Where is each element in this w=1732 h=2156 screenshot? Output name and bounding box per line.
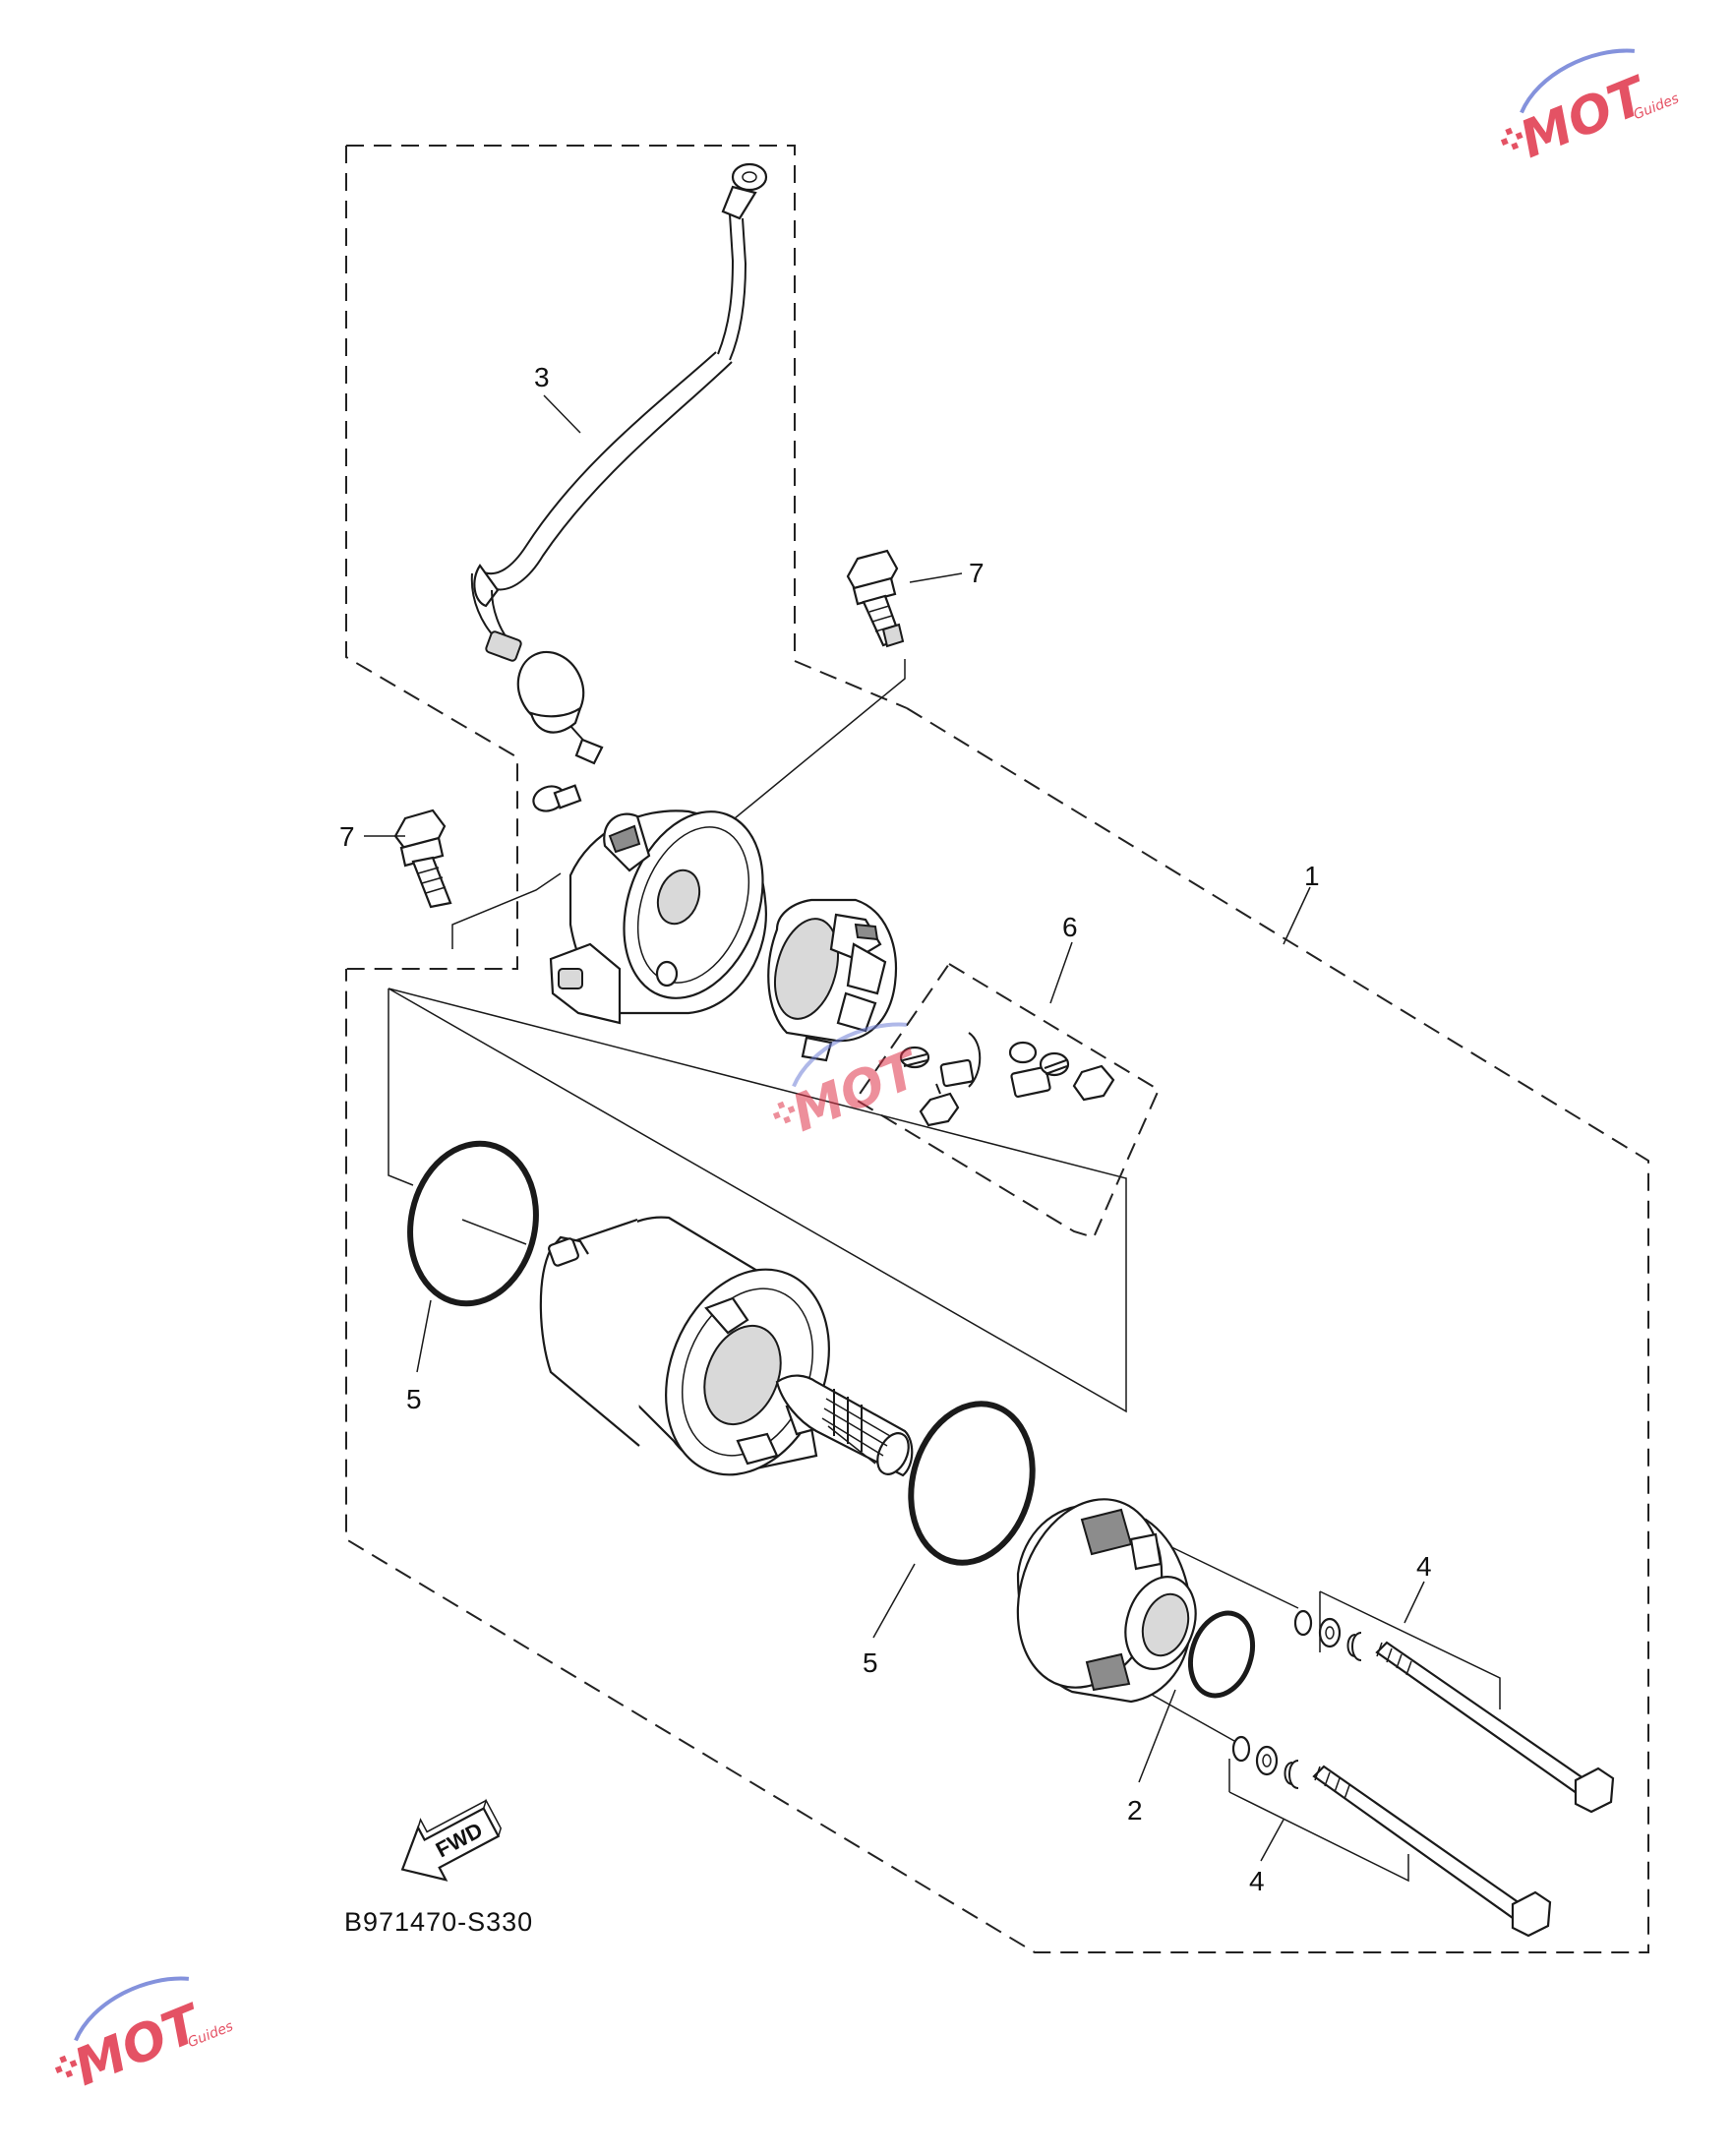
through-bolt-lower	[1231, 1735, 1552, 1938]
callout-2: 2	[1127, 1795, 1143, 1826]
rear-cover	[1016, 1498, 1197, 1704]
leader-4b	[1260, 1819, 1284, 1862]
o-ring-middle	[908, 1401, 1036, 1566]
leader-7a	[909, 572, 963, 583]
leader-4a	[1404, 1581, 1425, 1624]
through-bolt-upper	[1293, 1609, 1615, 1814]
axis-endcap-upper	[1165, 1543, 1299, 1609]
callout-4b: 4	[1249, 1866, 1265, 1896]
bracket-4-upper	[1319, 1590, 1501, 1709]
axis-oring	[461, 1219, 527, 1245]
terminal-screw	[532, 784, 582, 812]
callout-5b: 5	[863, 1647, 878, 1678]
brush-holder	[767, 898, 897, 1062]
callout-4a: 4	[1416, 1551, 1432, 1582]
callout-6: 6	[1062, 912, 1078, 942]
leader-3	[543, 394, 581, 434]
centerline-bolt-left	[451, 872, 562, 949]
callout-7b: 7	[339, 821, 355, 852]
armature-shaft	[775, 1374, 914, 1477]
callout-5a: 5	[406, 1384, 422, 1414]
starter-cable	[470, 162, 768, 765]
bolt-left	[393, 808, 452, 909]
watermark-logo-bottom: MOT Guides	[54, 1976, 235, 2098]
callout-3: 3	[534, 362, 550, 392]
o-ring-upper	[407, 1140, 539, 1307]
motor-yoke	[539, 1216, 830, 1476]
watermark-logo-top: MOT Guides	[1500, 48, 1681, 170]
cable-assembly-boundary	[346, 145, 908, 709]
callout-1: 1	[1304, 861, 1320, 891]
brush-set-parts	[899, 1032, 1115, 1127]
leader-6	[1049, 941, 1073, 1004]
cable-assembly-boundary-left	[345, 146, 518, 970]
reference-code: B971470-S330	[344, 1907, 533, 1937]
bracket-4-lower	[1228, 1759, 1409, 1883]
leader-5a	[416, 1299, 432, 1373]
motor-assembly-boundary	[345, 707, 1649, 1953]
leader-2	[1138, 1689, 1176, 1783]
o-ring-small	[1188, 1610, 1255, 1699]
fwd-arrow: FWD	[400, 1798, 503, 1882]
centerline-top	[717, 659, 906, 833]
axis-motor	[388, 988, 1127, 1413]
bolt-upper	[846, 549, 905, 648]
callout-7a: 7	[969, 558, 985, 588]
axis-motor-left	[388, 988, 414, 1186]
leader-1	[1283, 886, 1311, 945]
front-cover	[549, 809, 767, 1025]
leader-5b	[872, 1563, 916, 1639]
